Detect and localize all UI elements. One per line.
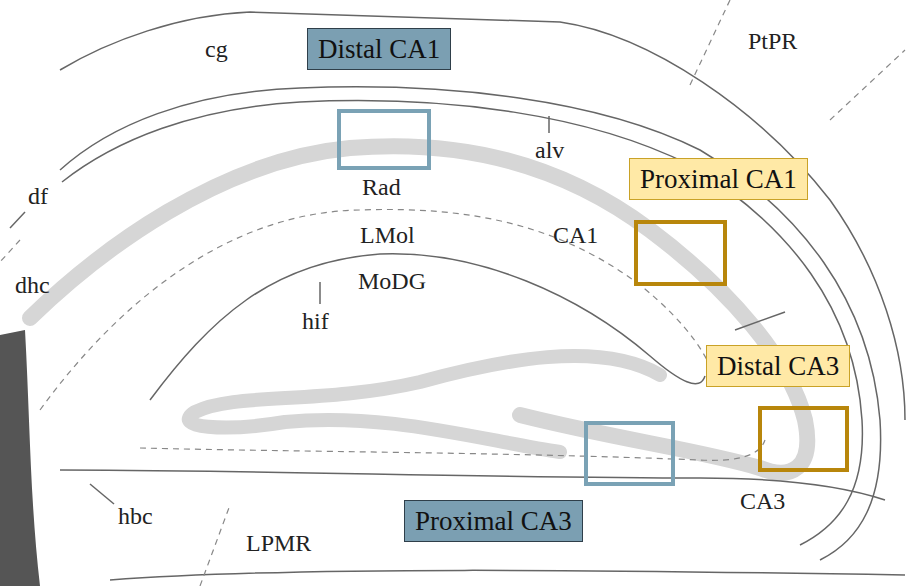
leader-line	[735, 312, 785, 330]
structure-label: dhc	[15, 272, 50, 298]
leader-line	[90, 484, 114, 504]
region-border	[0, 240, 20, 262]
structure-label: Rad	[362, 174, 401, 200]
leader-line	[319, 282, 321, 304]
structure-label: LPMR	[246, 530, 311, 556]
leader-line	[548, 116, 550, 133]
region-label-text: Distal CA3	[717, 351, 839, 381]
structure-label: hif	[302, 308, 329, 334]
region-label-box: Proximal CA1	[629, 158, 808, 200]
outer-outline	[60, 12, 905, 420]
roi-square	[339, 111, 429, 168]
outline	[110, 570, 905, 580]
granule-layer	[189, 356, 660, 452]
roi-square	[636, 222, 725, 284]
structure-label: hbc	[118, 503, 153, 529]
structure-label: PtPR	[748, 28, 797, 54]
region-border	[690, 0, 730, 85]
region-label-box: Proximal CA3	[404, 500, 583, 542]
roi-square	[586, 423, 673, 484]
structure-label: alv	[535, 137, 564, 163]
roi-square	[760, 408, 847, 470]
region-border	[200, 505, 230, 586]
region-border	[830, 50, 905, 120]
structure-label: MoDG	[358, 268, 426, 294]
pyramidal-layer	[30, 146, 807, 472]
region-label-text: Proximal CA3	[415, 506, 572, 536]
leader-line	[10, 212, 25, 228]
dark-region	[0, 330, 40, 586]
alveus-line	[60, 87, 881, 560]
region-label-text: Proximal CA1	[640, 164, 797, 194]
structure-label: CA3	[740, 488, 785, 514]
layer-boundary	[40, 209, 715, 410]
hippocampal-fissure	[150, 254, 705, 400]
structure-label: LMol	[360, 222, 415, 248]
region-label-text: Distal CA1	[318, 34, 440, 64]
structure-label: CA1	[553, 222, 598, 248]
region-label-box: Distal CA3	[706, 345, 850, 387]
structure-label: cg	[205, 36, 228, 62]
region-label-box: Distal CA1	[307, 28, 451, 70]
structure-label: df	[28, 183, 48, 209]
